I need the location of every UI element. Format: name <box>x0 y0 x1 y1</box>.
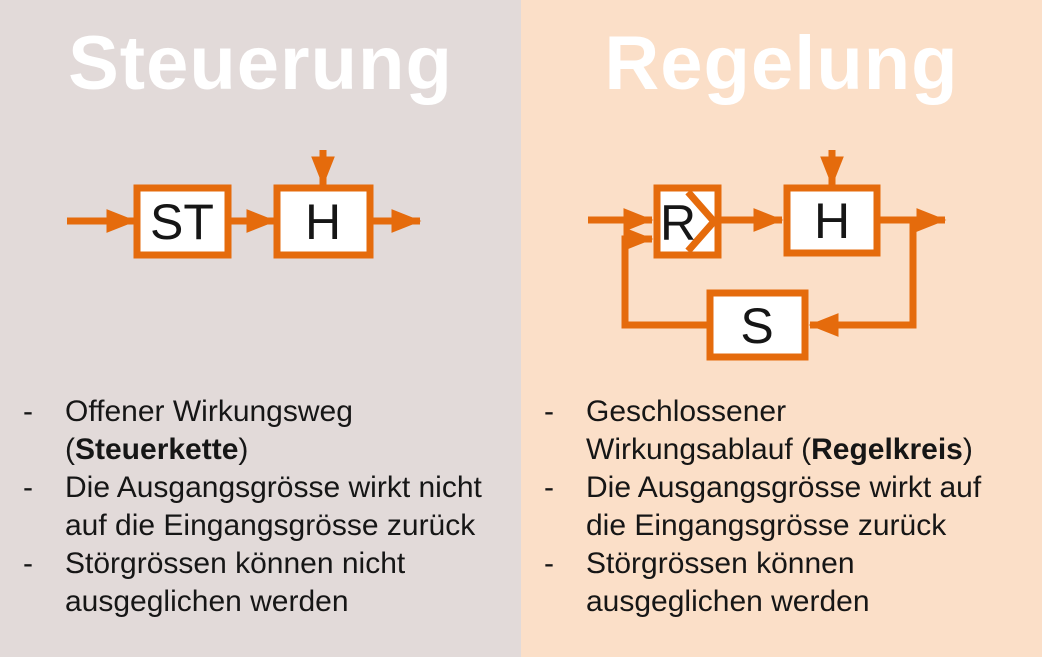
bullet-item: -Offener Wirkungsweg (Steuerkette) <box>20 393 515 469</box>
bullet-line: ausgeglichen werden <box>65 585 349 618</box>
feedback-path-arrow <box>621 227 713 329</box>
panel-steuerung: Steuerung ST H -Offener Wirkungsweg(Steu… <box>0 0 521 657</box>
bullet-text: Offener Wirkungsweg (Steuerkette) <box>65 393 515 469</box>
plant-block-label: H <box>305 194 341 250</box>
bullet-marker: - <box>544 395 554 428</box>
bullet-text: Die Ausgangsgrösse wirkt nicht auf die Ei… <box>65 469 515 545</box>
bullet-marker: - <box>23 547 33 580</box>
bullet-text: Störgrössen können ausgeglichen werden <box>586 545 1036 621</box>
bullet-line: Die Ausgangsgrösse wirkt auf <box>586 471 982 504</box>
bullet-line: auf die Eingangsgrösse zurück <box>65 509 476 542</box>
bullet-line: Störgrössen können <box>586 547 855 580</box>
bullet-text: Störgrössen können nicht ausgeglichen wer… <box>65 545 515 621</box>
controller-block-st <box>133 184 232 259</box>
controller-block-label: R <box>660 195 696 251</box>
regelung-block-diagram: R H S <box>588 150 947 361</box>
controller-block-label: ST <box>150 194 214 250</box>
sensor-block-label: S <box>740 298 773 354</box>
bullet-line: die Eingangsgrösse zurück <box>586 509 947 542</box>
bullet-marker: - <box>544 547 554 580</box>
bullet-line: (Steuerkette) <box>65 433 249 466</box>
bullet-marker: - <box>23 395 33 428</box>
output-branch-to-sensor-arrow <box>808 220 917 337</box>
bullet-line: Wirkungsablauf (Regelkreis) <box>586 433 973 466</box>
bullet-list-steuerung: -Offener Wirkungsweg(Steuerkette)-Die Au… <box>20 393 515 621</box>
sensor-block-s <box>706 289 809 361</box>
bullet-line: ausgeglichen werden <box>586 585 870 618</box>
panel-title-steuerung: Steuerung <box>68 21 453 106</box>
panel-title-regelung: Regelung <box>604 21 959 106</box>
bullet-line: Störgrössen können nicht <box>65 547 406 580</box>
bullet-item: -Störgrössen können nicht ausgeglichen we… <box>20 545 515 621</box>
steuerung-block-diagram: ST H <box>67 150 422 259</box>
bullet-line: Die Ausgangsgrösse wirkt nicht <box>65 471 482 504</box>
bullet-line: Offener Wirkungsweg <box>65 395 353 428</box>
bullet-line: Geschlossener <box>586 395 787 428</box>
bullet-item: -Die Ausgangsgrösse wirkt auf die Eingang… <box>541 469 1036 545</box>
bullet-item: -Die Ausgangsgrösse wirkt nicht auf die E… <box>20 469 515 545</box>
bullet-marker: - <box>23 471 33 504</box>
bullet-item: -Störgrössen können ausgeglichen werden <box>541 545 1036 621</box>
bullet-text: Die Ausgangsgrösse wirkt auf die Eingangs… <box>586 469 1036 545</box>
bullet-marker: - <box>544 471 554 504</box>
comparator-chevron-icon <box>685 189 719 254</box>
plant-block-label: H <box>814 193 850 249</box>
